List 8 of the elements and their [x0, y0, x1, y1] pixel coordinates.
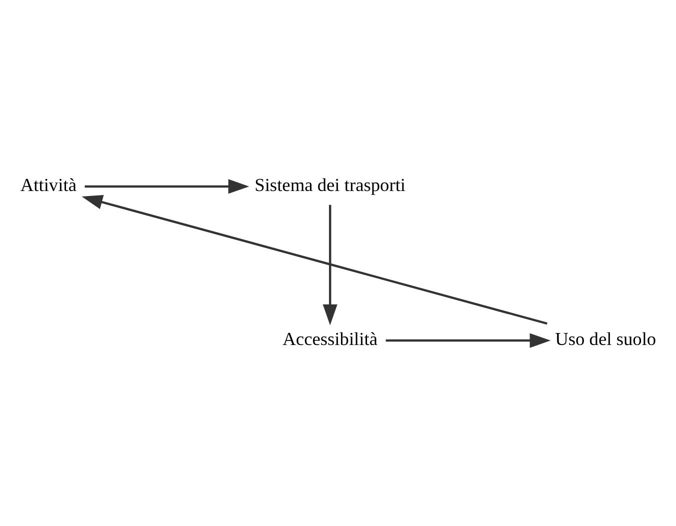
node-text: Attività: [20, 174, 76, 194]
arrow: [386, 332, 551, 348]
node-text: Uso del suolo: [555, 328, 656, 349]
arrow: [84, 178, 250, 194]
arrow: [322, 204, 338, 325]
node-text: Sistema dei trasporti: [254, 174, 406, 194]
arrow: [82, 194, 548, 324]
node-text: Accessibilità: [282, 328, 378, 349]
